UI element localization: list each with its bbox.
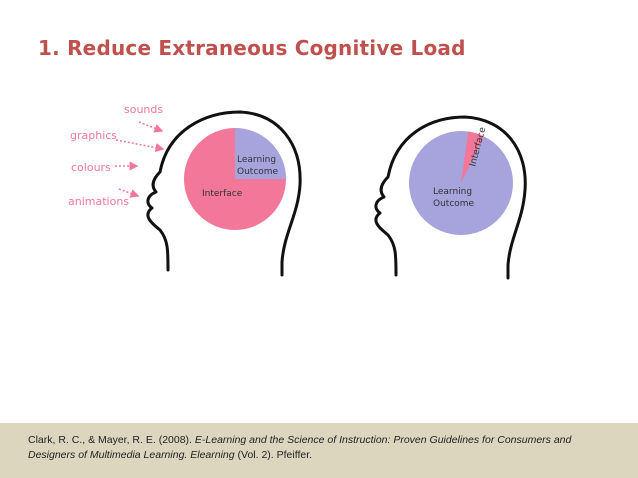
citation: Clark, R. C., & Mayer, R. E. (2008). E-L… bbox=[28, 433, 618, 463]
left-outcome-label: Outcome bbox=[237, 167, 279, 177]
citation-work: E-Learning and the Science of Instructio… bbox=[28, 434, 572, 461]
citation-rest: (Vol. 2). Pfeiffer. bbox=[234, 449, 313, 461]
stimulus-sounds: sounds bbox=[124, 103, 163, 116]
stimulus-arrows bbox=[115, 121, 165, 198]
citation-bar bbox=[0, 423, 638, 478]
right-learning-label: Learning bbox=[433, 187, 472, 197]
left-learning-label: Learning bbox=[237, 155, 276, 165]
left-pie-learning-outcome-slice bbox=[235, 128, 286, 179]
left-head-outline bbox=[146, 110, 302, 277]
slide-title: 1. Reduce Extraneous Cognitive Load bbox=[38, 36, 466, 60]
right-pie-interface-slice bbox=[461, 131, 484, 183]
stimulus-colours: colours bbox=[71, 161, 111, 174]
arrow-graphics bbox=[115, 139, 165, 153]
right-head-outline bbox=[374, 115, 527, 280]
citation-authors: Clark, R. C., & Mayer, R. E. (2008). bbox=[28, 434, 195, 446]
stimulus-graphics: graphics bbox=[70, 129, 117, 142]
right-outcome-label: Outcome bbox=[433, 199, 475, 209]
cognitive-load-diagram: Interface Learning Outcome sounds graphi… bbox=[68, 103, 527, 280]
stimulus-animations: animations bbox=[68, 195, 129, 208]
left-interface-label: Interface bbox=[202, 189, 243, 199]
arrow-animations bbox=[118, 188, 140, 198]
arrow-sounds bbox=[138, 121, 164, 133]
stimuli: sounds graphics colours animations bbox=[68, 103, 163, 208]
left-head: Interface Learning Outcome bbox=[146, 110, 302, 277]
right-head: Interface Learning Outcome bbox=[374, 115, 527, 280]
